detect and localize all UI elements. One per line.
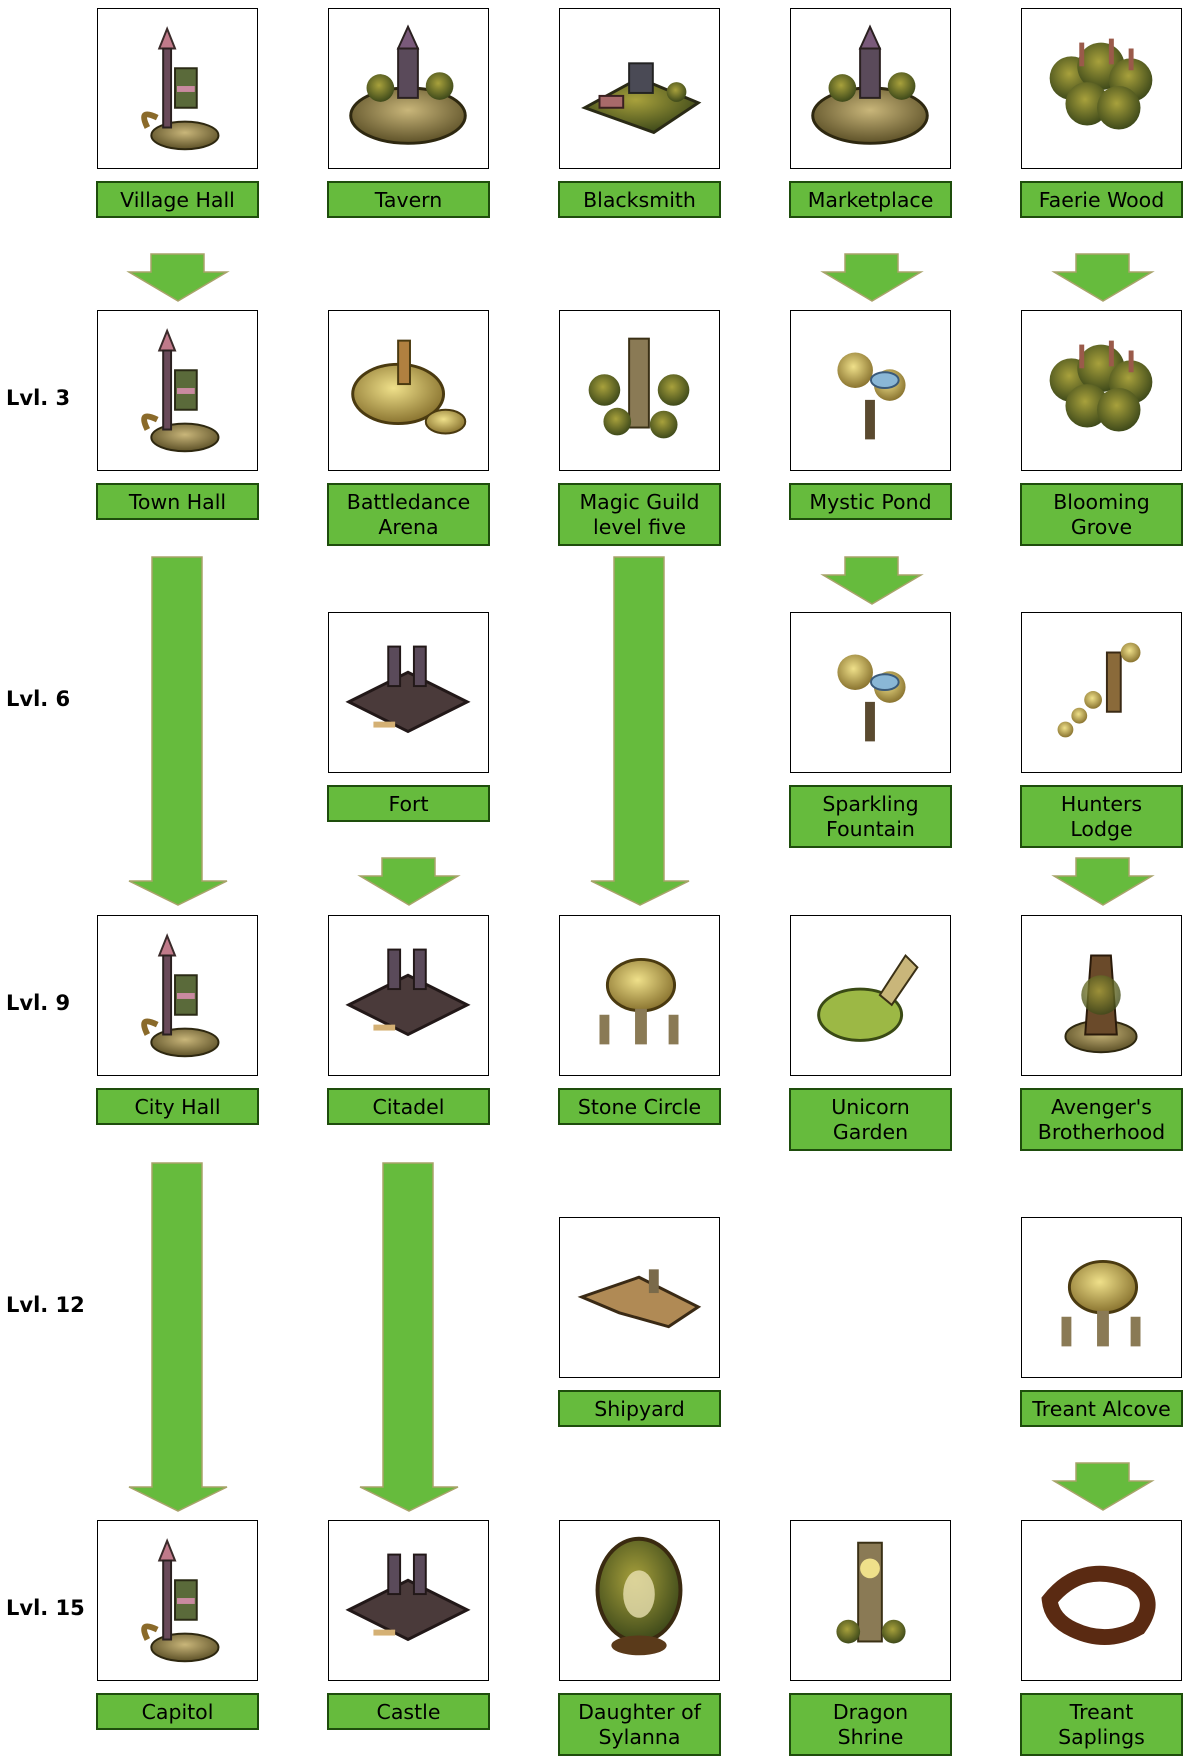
tavern-image xyxy=(328,8,489,169)
castle-image xyxy=(328,1520,489,1681)
city-hall-label: City Hall xyxy=(96,1088,259,1125)
marketplace-image xyxy=(790,8,951,169)
city-hall-image xyxy=(97,915,258,1076)
town-hall-image xyxy=(97,310,258,471)
fort-label: Fort xyxy=(327,785,490,822)
magic-guild-image xyxy=(559,310,720,471)
blooming-grove-label: Blooming Grove xyxy=(1020,483,1183,546)
village-hall-label: Village Hall xyxy=(96,181,259,218)
shipyard-image xyxy=(559,1217,720,1378)
dragon-shrine-image xyxy=(790,1520,951,1681)
daughter-of-sylanna-image xyxy=(559,1520,720,1681)
village-hall-image xyxy=(97,8,258,169)
citadel-image xyxy=(328,915,489,1076)
shipyard-label: Shipyard xyxy=(558,1390,721,1427)
arrow-magicguild-to-stonecircle xyxy=(590,556,690,906)
mystic-pond-label: Mystic Pond xyxy=(789,483,952,520)
arrow-faerie-to-grove xyxy=(1053,253,1153,303)
blacksmith-image xyxy=(559,8,720,169)
marketplace-label: Marketplace xyxy=(789,181,952,218)
arrow-alcove-to-saplings xyxy=(1053,1462,1153,1512)
town-hall-label: Town Hall xyxy=(96,483,259,520)
arrow-lodge-to-brotherhood xyxy=(1053,857,1153,907)
capitol-label: Capitol xyxy=(96,1693,259,1730)
battledance-arena-label: Battledance Arena xyxy=(327,483,490,546)
arrow-townhall-to-cityhall xyxy=(128,556,228,906)
arrow-village-to-town xyxy=(128,253,228,303)
daughter-of-sylanna-label: Daughter of Sylanna xyxy=(558,1693,721,1756)
mystic-pond-image xyxy=(790,310,951,471)
level-label-12: Lvl. 12 xyxy=(6,1292,85,1318)
treant-saplings-image xyxy=(1021,1520,1182,1681)
treant-alcove-label: Treant Alcove xyxy=(1020,1390,1183,1427)
citadel-label: Citadel xyxy=(327,1088,490,1125)
arrow-market-to-pond xyxy=(822,253,922,303)
fort-image xyxy=(328,612,489,773)
dragon-shrine-label: Dragon Shrine xyxy=(789,1693,952,1756)
avengers-brotherhood-label: Avenger's Brotherhood xyxy=(1020,1088,1183,1151)
hunters-lodge-image xyxy=(1021,612,1182,773)
level-label-6: Lvl. 6 xyxy=(6,686,70,712)
magic-guild-label: Magic Guild level five xyxy=(558,483,721,546)
castle-label: Castle xyxy=(327,1693,490,1730)
arrow-pond-to-fountain xyxy=(822,556,922,606)
treant-saplings-label: Treant Saplings xyxy=(1020,1693,1183,1756)
arrow-fort-to-citadel xyxy=(359,857,459,907)
faerie-wood-label: Faerie Wood xyxy=(1020,181,1183,218)
stone-circle-label: Stone Circle xyxy=(558,1088,721,1125)
faerie-wood-image xyxy=(1021,8,1182,169)
unicorn-garden-image xyxy=(790,915,951,1076)
capitol-image xyxy=(97,1520,258,1681)
blooming-grove-image xyxy=(1021,310,1182,471)
sparkling-fountain-image xyxy=(790,612,951,773)
battledance-arena-image xyxy=(328,310,489,471)
level-label-15: Lvl. 15 xyxy=(6,1595,85,1621)
tavern-label: Tavern xyxy=(327,181,490,218)
avengers-brotherhood-image xyxy=(1021,915,1182,1076)
blacksmith-label: Blacksmith xyxy=(558,181,721,218)
arrow-cityhall-to-capitol xyxy=(128,1162,228,1512)
unicorn-garden-label: Unicorn Garden xyxy=(789,1088,952,1151)
level-label-9: Lvl. 9 xyxy=(6,990,70,1016)
sparkling-fountain-label: Sparkling Fountain xyxy=(789,785,952,848)
arrow-citadel-to-castle xyxy=(359,1162,459,1512)
hunters-lodge-label: Hunters Lodge xyxy=(1020,785,1183,848)
stone-circle-image xyxy=(559,915,720,1076)
level-label-3: Lvl. 3 xyxy=(6,385,70,411)
treant-alcove-image xyxy=(1021,1217,1182,1378)
